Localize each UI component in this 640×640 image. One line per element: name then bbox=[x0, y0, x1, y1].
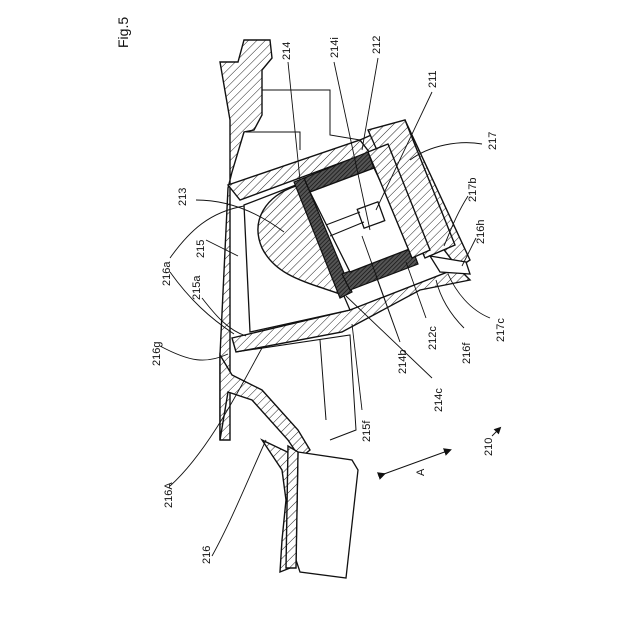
label-214b: 214b bbox=[397, 350, 409, 374]
label-213: 213 bbox=[177, 188, 189, 206]
label-216a: 216a bbox=[161, 261, 173, 286]
label-216f: 216f bbox=[461, 342, 473, 364]
label-215a: 215a bbox=[191, 275, 203, 300]
label-212: 212 bbox=[371, 36, 383, 54]
leader-216g bbox=[160, 346, 228, 360]
label-216h: 216h bbox=[475, 220, 487, 244]
leader-216a-1 bbox=[170, 206, 244, 258]
leader-210 bbox=[492, 428, 500, 436]
lower-contour-2 bbox=[320, 340, 326, 420]
label-a: A bbox=[415, 468, 427, 476]
label-214i: 214i bbox=[329, 37, 341, 58]
label-210: 210 bbox=[483, 438, 495, 456]
tail-end-plain bbox=[296, 452, 358, 578]
label-217b: 217b bbox=[467, 178, 479, 202]
label-216: 216 bbox=[201, 546, 213, 564]
tail-end-strip bbox=[286, 446, 298, 568]
rear-profile-2 bbox=[246, 132, 300, 150]
label-214c: 214c bbox=[433, 388, 445, 412]
label-217: 217 bbox=[487, 132, 499, 150]
label-217c: 217c bbox=[495, 318, 507, 342]
cross-section-drawing bbox=[220, 40, 470, 578]
leader-215 bbox=[206, 240, 238, 256]
label-215: 215 bbox=[195, 240, 207, 258]
leader-214c bbox=[346, 296, 432, 378]
label-216A: 216A bbox=[163, 482, 175, 508]
label-211: 211 bbox=[427, 70, 439, 88]
leader-216A bbox=[170, 348, 262, 486]
label-215f: 215f bbox=[361, 420, 373, 442]
label-214: 214 bbox=[281, 42, 293, 60]
figure-title: Fig.5 bbox=[115, 17, 131, 48]
label-212c: 212c bbox=[427, 326, 439, 350]
label-216g: 216g bbox=[151, 342, 163, 366]
leader-216f bbox=[436, 280, 464, 328]
leader-216 bbox=[212, 440, 266, 556]
